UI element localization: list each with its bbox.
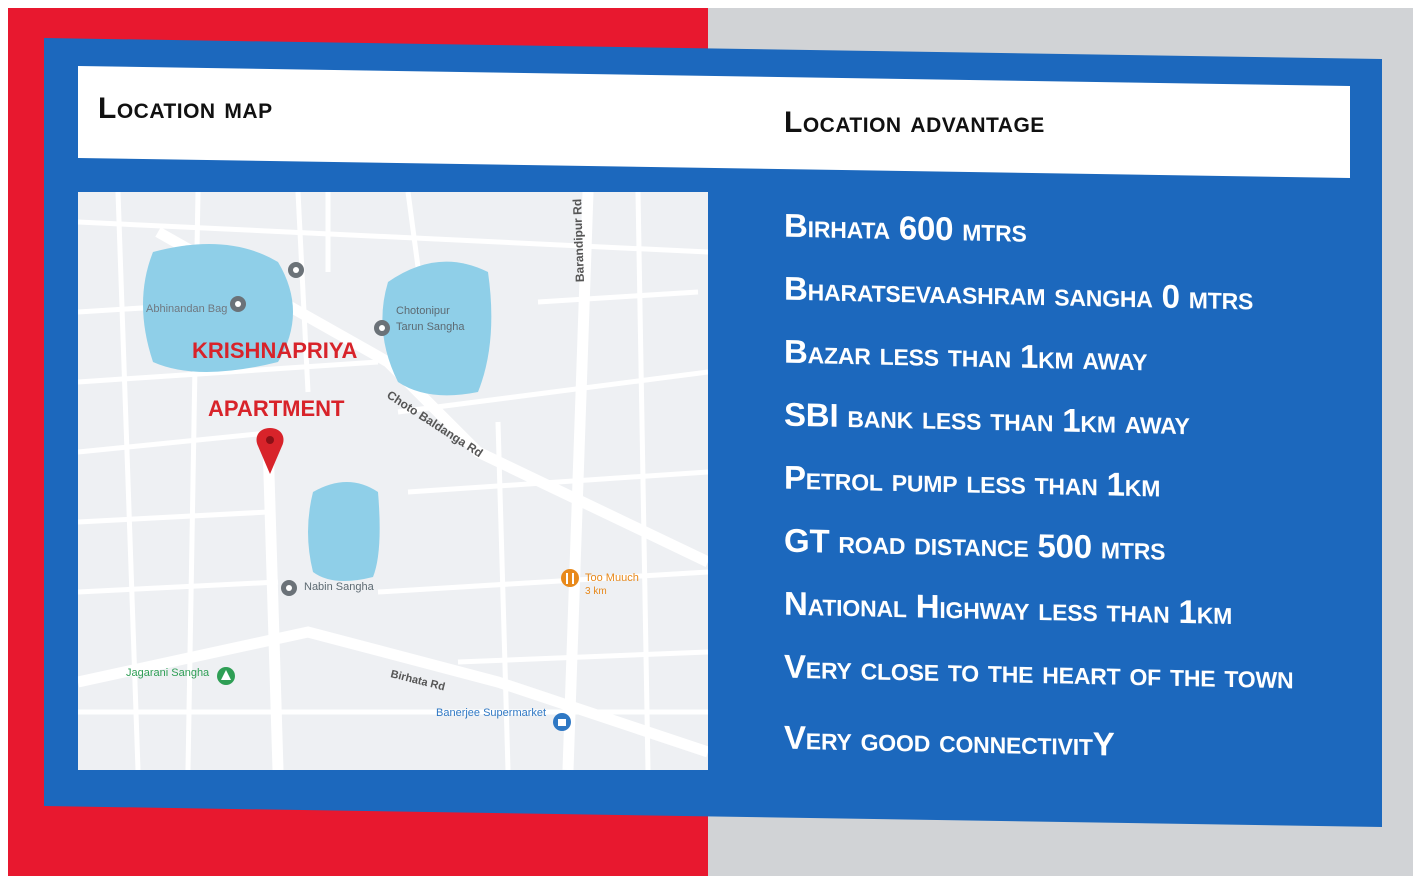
advantage-item: Very close to the heart of the town <box>784 647 1294 696</box>
too-muuch-distance: 3 km <box>585 586 607 597</box>
nabin-sangha-label: Nabin Sangha <box>304 581 375 593</box>
poi-nabin-sangha[interactable]: Nabin Sangha <box>281 580 375 596</box>
tarun-sangha-label: Tarun Sangha <box>396 321 465 333</box>
poi-banerjee-supermarket[interactable]: Banerjee Supermarket <box>436 707 571 731</box>
poi-abhinandan-bag[interactable]: Abhinandan Bag <box>146 296 246 315</box>
too-muuch-label: Too Muuch <box>585 572 639 584</box>
poi-jagarani-sangha[interactable]: Jagarani Sangha <box>126 667 235 685</box>
map-canvas: Barandipur Rd Choto Baldanga Rd Birhata … <box>78 192 708 770</box>
lake-nabin <box>308 482 380 581</box>
poi-too-muuch[interactable]: Too Muuch 3 km <box>561 569 639 597</box>
water-bodies <box>143 244 492 581</box>
location-map[interactable]: Barandipur Rd Choto Baldanga Rd Birhata … <box>78 192 708 770</box>
barandipur-road-label: Barandipur Rd <box>570 199 587 283</box>
location-map-title: Location map <box>98 92 273 125</box>
property-name-line1: KRISHNAPRIYA <box>192 338 358 363</box>
advantage-item: Very good connectivitY <box>784 718 1115 763</box>
jagarani-sangha-label: Jagarani Sangha <box>126 667 210 679</box>
location-advantage-title: Location advantage <box>784 106 1045 139</box>
location-marker-icon[interactable] <box>256 428 284 474</box>
chotonipur-label: Chotonipur <box>396 305 450 317</box>
location-advantages-list: Birhata 600 mtrs Bharatsevaashram sangha… <box>784 207 1294 789</box>
restaurant-icon <box>561 569 579 587</box>
lake-abhinandan <box>143 244 293 372</box>
poi-tarun-sangha[interactable]: Chotonipur Tarun Sangha <box>374 305 465 336</box>
property-name-line2: APARTMENT <box>208 396 345 421</box>
lake-chotonipur <box>382 261 492 396</box>
banerjee-supermarket-label: Banerjee Supermarket <box>436 707 546 719</box>
abhinandan-bag-label: Abhinandan Bag <box>146 303 227 315</box>
